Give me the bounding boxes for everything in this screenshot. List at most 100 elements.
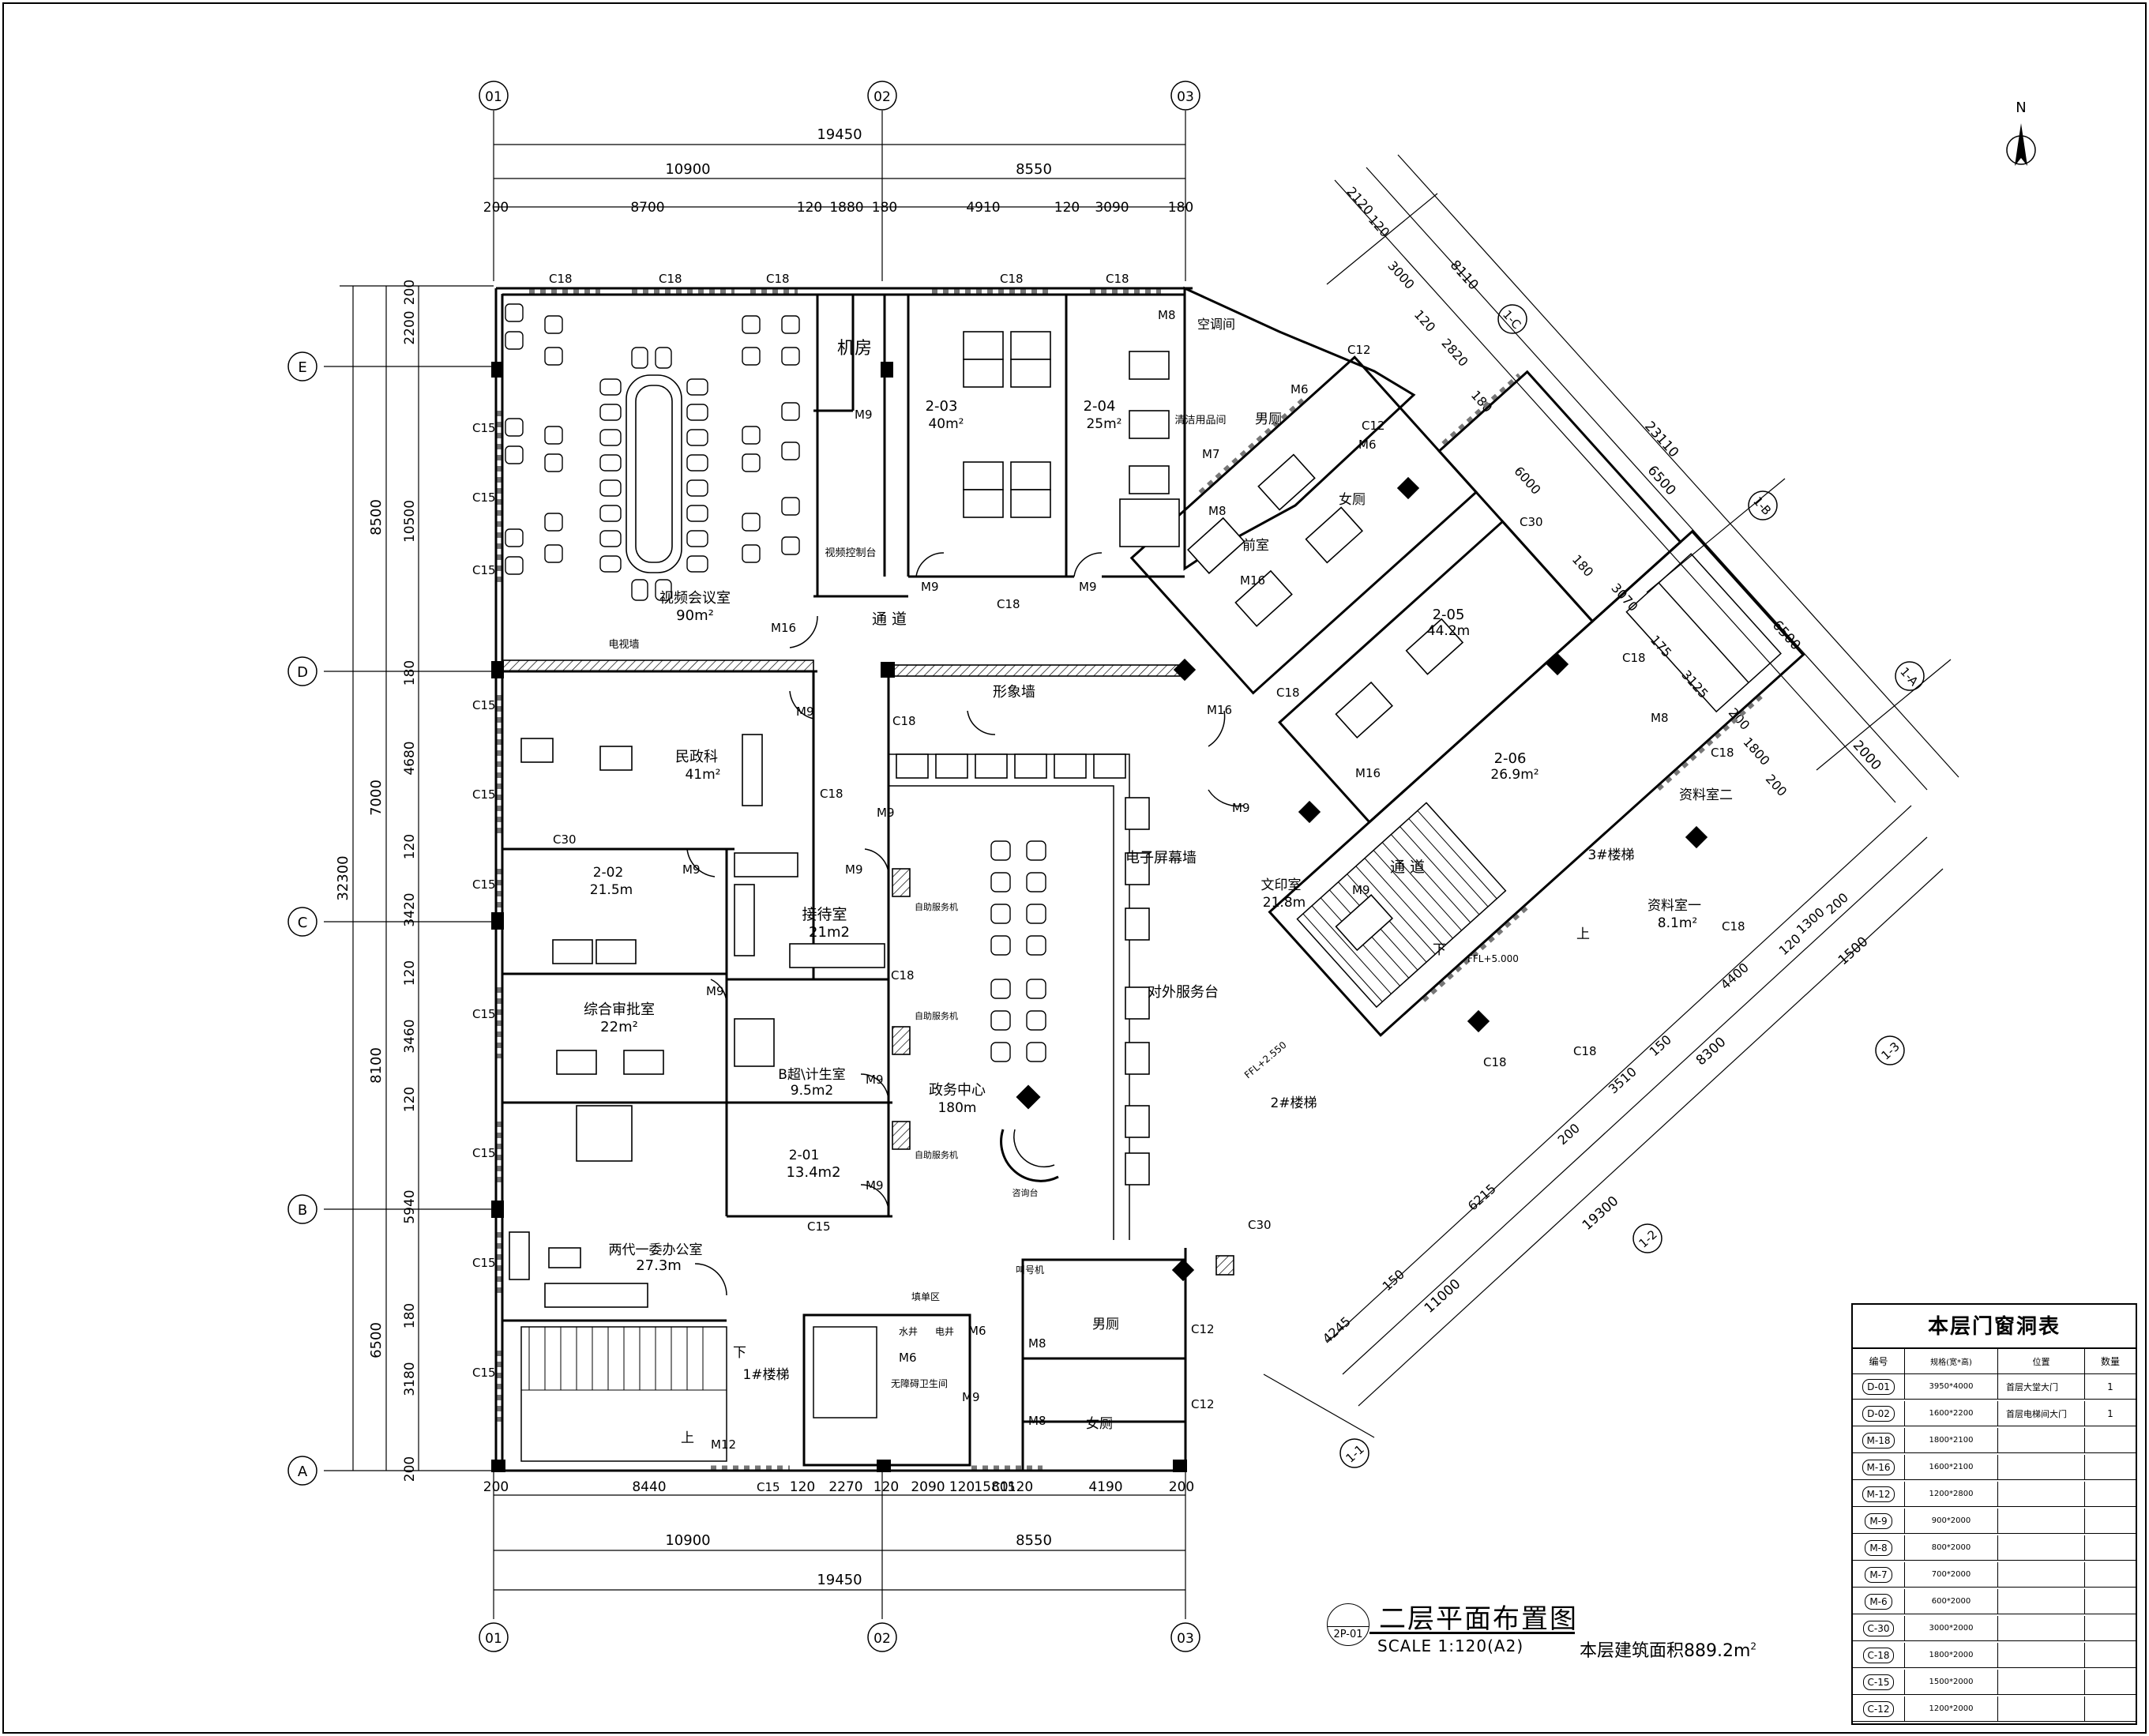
tag-c18-i: C18	[891, 968, 915, 983]
room-cleaning: 清洁用品间	[1174, 415, 1226, 426]
tag-c12-b: C12	[1191, 1397, 1215, 1411]
dim-ne-d14: 200	[1763, 772, 1790, 799]
schedule-size: 900*2000	[1905, 1509, 1998, 1533]
dim-left-d9: 3460	[402, 1019, 418, 1053]
room-archive-1-area: 8.1m²	[1658, 915, 1697, 931]
tag-m9-b: M9	[921, 580, 939, 594]
axis-D: D	[297, 664, 308, 681]
schedule-qty: 1	[2107, 1407, 2113, 1419]
room-stair-2: 2#楼梯	[1270, 1095, 1317, 1111]
dim-ne-mid-2: 6500	[1644, 463, 1679, 499]
schedule-code-cell: D-02	[1853, 1401, 1905, 1426]
tag-c18-o: C18	[1483, 1055, 1507, 1069]
stair-3-up: 上	[1576, 926, 1590, 942]
room-video-conf: 视频会议室	[659, 590, 731, 607]
room-civil-affairs: 民政科	[675, 749, 718, 765]
room-print: 文印室	[1261, 877, 1302, 893]
schedule-qty	[2085, 1482, 2136, 1506]
schedule-qty	[2085, 1670, 2136, 1694]
schedule-qty	[2085, 1697, 2136, 1721]
level-ffl-2: FFL+2.550	[1242, 1039, 1289, 1080]
tag-c18-m: C18	[1722, 919, 1745, 934]
dim-ne-d11: 3125	[1678, 667, 1711, 701]
room-two-committee-area: 27.3m	[636, 1257, 682, 1274]
schedule-location	[1998, 1697, 2085, 1721]
room-corridor-east: 通 道	[1390, 859, 1425, 876]
tag-c18-a: C18	[549, 272, 573, 286]
drawing-scale: SCALE 1:120(A2)	[1377, 1636, 1524, 1655]
schedule-code-cell: C-15	[1853, 1670, 1905, 1694]
axis-1C: 1-C	[1500, 307, 1523, 332]
axis-top-01: 01	[485, 89, 502, 105]
dim-se-d7: 4400	[1718, 960, 1752, 992]
schedule-code: M-7	[1865, 1566, 1892, 1583]
dim-left-d7: 3420	[402, 892, 418, 926]
tag-m16-d: M16	[1355, 766, 1381, 780]
dim-top-total: 19450	[817, 126, 862, 143]
dim-ne-right: 2000	[1850, 738, 1884, 774]
sheet-badge: 2P-01	[1327, 1603, 1369, 1646]
stair-2-down: 下	[1433, 942, 1446, 958]
schedule-code-cell: C-12	[1853, 1697, 1905, 1721]
schedule-location	[1998, 1616, 2085, 1640]
schedule-code: M-6	[1865, 1593, 1892, 1610]
axis-1B: 1-B	[1750, 494, 1774, 517]
schedule-qty	[2085, 1616, 2136, 1640]
axis-bot-01: 01	[485, 1631, 502, 1647]
dim-ne-d7: 6000	[1511, 464, 1543, 498]
north-arrow: N	[2001, 100, 2041, 172]
schedule-qty	[2085, 1643, 2136, 1667]
room-corridor-main: 通 道	[872, 611, 907, 628]
schedule-size: 1500*2000	[1905, 1670, 1998, 1694]
dim-left-mid-4: 6500	[368, 1322, 385, 1358]
axis-B: B	[298, 1202, 307, 1219]
dim-ne-d12: 200	[1726, 705, 1753, 733]
schedule-code: M-12	[1862, 1486, 1895, 1502]
tag-c18-e: C18	[1106, 272, 1129, 286]
tag-m8-c: M8	[1028, 1336, 1046, 1351]
dim-ne-d5: 2820	[1438, 336, 1471, 370]
dim-top-d6: 4910	[966, 200, 1000, 216]
tag-m16-b: M16	[1207, 703, 1232, 717]
sheet-id: 2P-01	[1328, 1626, 1369, 1640]
dim-bot-d7: 120	[949, 1479, 975, 1495]
dim-ne-d2: 120	[1366, 212, 1393, 240]
label-service-counter: 对外服务台	[1148, 984, 1219, 1001]
dim-left-mid-2: 7000	[368, 780, 385, 816]
room-accessible-wc: 无障碍卫生间	[891, 1377, 948, 1389]
room-server: 机房	[837, 339, 872, 359]
dim-se-d5: 3510	[1606, 1064, 1640, 1096]
tag-c15-j: C15	[472, 1366, 496, 1380]
label-screen-wall: 电子屏幕墙	[1125, 850, 1197, 866]
room-mens-bottom: 男厕	[1092, 1317, 1119, 1332]
tag-c12-c: C12	[1347, 343, 1371, 357]
dim-left-d2: 2200	[402, 310, 418, 344]
dim-bot-d3: 120	[790, 1479, 815, 1495]
schedule-size: 1200*2800	[1905, 1482, 1998, 1506]
dim-left-d5: 4680	[402, 741, 418, 775]
schedule-location	[1998, 1482, 2085, 1506]
axis-1-2: 1-2	[1636, 1227, 1660, 1251]
tag-m9-c: M9	[1079, 580, 1097, 594]
dim-bot-total: 19450	[817, 1572, 862, 1588]
schedule-code: M-9	[1865, 1512, 1892, 1529]
dim-top-d4: 1880	[829, 200, 863, 216]
room-elec-shaft: 电井	[935, 1326, 954, 1337]
room-video-control: 视频控制台	[825, 547, 876, 559]
tag-c18-c: C18	[766, 272, 790, 286]
tag-m9-f: M9	[845, 862, 863, 877]
dim-ne-d1: 2120	[1343, 184, 1376, 218]
dim-se-d2: 150	[1380, 1267, 1407, 1294]
stair-1-down: 下	[733, 1345, 746, 1361]
dim-bot-mid-2: 8550	[1016, 1532, 1052, 1549]
tag-m8-b: M8	[1208, 504, 1227, 518]
tag-m12: M12	[711, 1437, 736, 1452]
top-dimensions: 19450 10900 8550 200 8700 120 1880 180 4…	[479, 81, 1200, 281]
schedule-code-cell: D-01	[1853, 1374, 1905, 1399]
room-ac: 空调间	[1197, 317, 1235, 332]
schedule-size: 3950*4000	[1905, 1374, 1998, 1399]
room-reception: 接待室	[802, 906, 847, 923]
dim-bot-d1: 200	[483, 1479, 509, 1495]
